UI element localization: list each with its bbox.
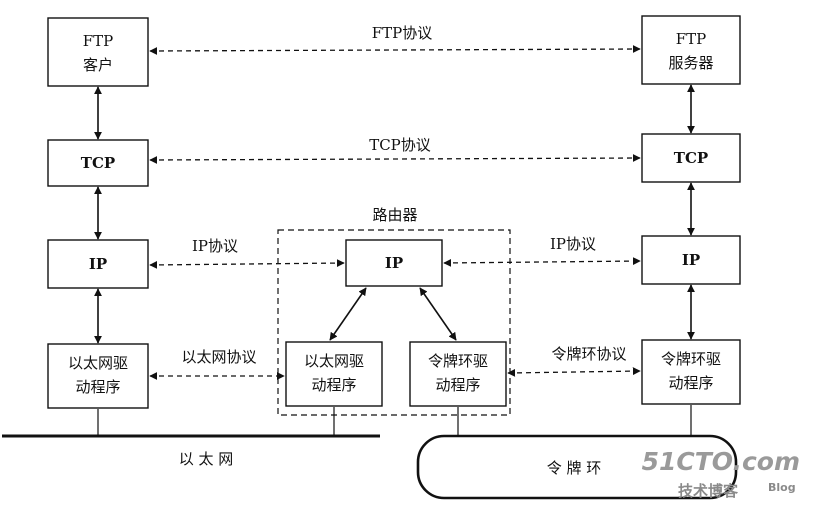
router-eth-driver-line1: 以太网驱 xyxy=(304,352,364,370)
router-boundary xyxy=(277,229,511,416)
ftp-protocol-arrow xyxy=(149,45,641,55)
ftp-client-box: FTP 客户 xyxy=(47,17,149,87)
router-token-driver-box: 令牌环驱 动程序 xyxy=(409,341,507,407)
right-token-driver-line1: 令牌环驱 xyxy=(661,350,721,368)
watermark-subtitle: 技术博客 xyxy=(678,482,739,500)
right-ip-box: IP xyxy=(641,235,741,285)
ftp-client-line2: 客户 xyxy=(83,56,113,74)
ip-protocol-right-label: IP协议 xyxy=(550,235,596,253)
tcp-protocol-arrow xyxy=(149,154,641,164)
right-token-driver-box: 令牌环驱 动程序 xyxy=(641,339,741,405)
left-eth-driver-box: 以太网驱 动程序 xyxy=(47,343,149,409)
router-ip-box: IP xyxy=(345,239,443,287)
ftp-server-line2: 服务器 xyxy=(668,54,713,72)
token-ring-protocol-arrow xyxy=(507,367,641,377)
right-token-driver-line2: 动程序 xyxy=(668,374,713,392)
token-ring-protocol-label: 令牌环协议 xyxy=(551,345,626,363)
router-token-driver-line2: 动程序 xyxy=(435,376,480,394)
ftp-protocol-label: FTP协议 xyxy=(372,24,433,42)
router-ip-token-arrow xyxy=(419,287,457,341)
left-tcp-label: TCP xyxy=(81,154,115,172)
router-eth-driver-line2: 动程序 xyxy=(311,376,356,394)
ethernet-protocol-label: 以太网协议 xyxy=(181,348,256,366)
left-eth-driver-line1: 以太网驱 xyxy=(68,354,128,372)
router-eth-driver-box: 以太网驱 动程序 xyxy=(285,341,383,407)
router-label: 路由器 xyxy=(372,206,417,224)
router-ip-eth-arrow xyxy=(329,287,367,341)
right-ip-label: IP xyxy=(682,251,700,269)
right-tcp-box: TCP xyxy=(641,133,741,183)
left-ip-box: IP xyxy=(47,239,149,289)
token-ring-network xyxy=(416,434,738,500)
ftp-server-line1: FTP xyxy=(676,30,707,48)
tcp-protocol-label: TCP协议 xyxy=(369,136,431,154)
ip-protocol-left-arrow xyxy=(149,259,345,269)
token-ring-network-label: 令 牌 环 xyxy=(547,459,602,477)
left-eth-driver-line2: 动程序 xyxy=(75,378,120,396)
router-ip-label: IP xyxy=(385,254,403,272)
ip-protocol-left-label: IP协议 xyxy=(192,237,238,255)
ethernet-network-label: 以 太 网 xyxy=(179,450,234,468)
watermark-logo: 51CTO.com xyxy=(642,447,800,476)
left-ip-label: IP xyxy=(89,255,107,273)
watermark-tag: Blog xyxy=(768,481,796,494)
ftp-client-line1: FTP xyxy=(83,32,114,50)
left-tcp-box: TCP xyxy=(47,139,149,187)
router-token-driver-line1: 令牌环驱 xyxy=(428,352,488,370)
ftp-server-box: FTP 服务器 xyxy=(641,15,741,85)
ip-protocol-right-arrow xyxy=(443,257,641,267)
right-tcp-label: TCP xyxy=(674,149,708,167)
